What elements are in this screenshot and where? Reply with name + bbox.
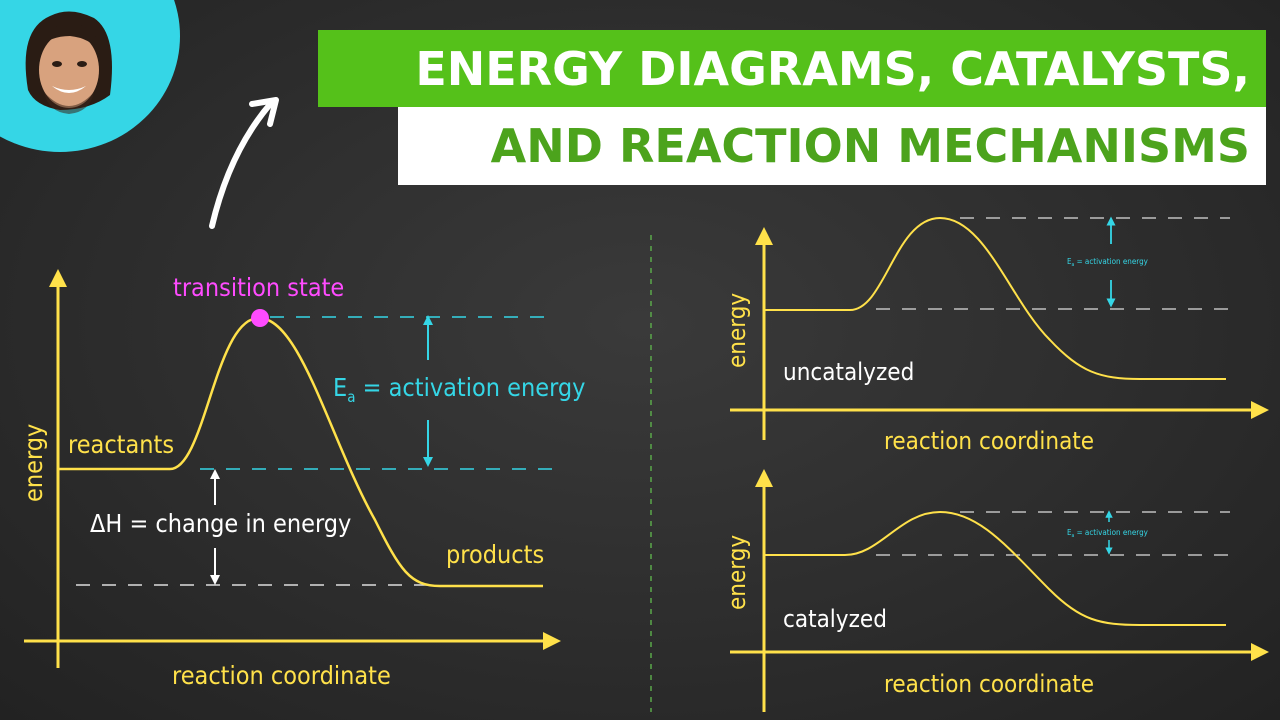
transition-state-dot — [251, 309, 269, 327]
uncat-curve — [764, 216, 1226, 380]
uncatalyzed-diagram: Ea = activation energy uncatalyzed react… — [723, 216, 1269, 455]
uncat-x-axis-label: reaction coordinate — [884, 427, 1094, 455]
uncat-ea-label: Ea = activation energy — [1067, 257, 1149, 268]
pointer-arrow-icon — [209, 97, 279, 229]
avatar — [25, 11, 112, 114]
cat-x-axis-label: reaction coordinate — [884, 670, 1094, 698]
delta-h-label: ΔH = change in energy — [90, 509, 351, 538]
main-energy-curve — [58, 316, 543, 588]
cat-ea-label: Ea = activation energy — [1067, 528, 1149, 539]
transition-state-label: transition state — [173, 273, 344, 302]
ea-label: Ea = activation energy — [333, 373, 585, 406]
avatar-badge — [0, 0, 180, 152]
cat-curve — [764, 510, 1226, 626]
reactants-label: reactants — [68, 430, 174, 459]
title-line-2: AND REACTION MECHANISMS — [398, 107, 1266, 185]
main-diagram: transition state reactants products Ea =… — [19, 269, 585, 690]
catalyzed-label: catalyzed — [783, 605, 887, 633]
cat-y-axis-label: energy — [723, 535, 751, 610]
main-y-axis-label: energy — [19, 424, 48, 502]
products-label: products — [446, 540, 544, 569]
catalyzed-diagram: Ea = activation energy catalyzed reactio… — [723, 469, 1269, 712]
uncat-y-axis-label: energy — [723, 293, 751, 368]
title-line-1: ENERGY DIAGRAMS, CATALYSTS, — [318, 30, 1266, 107]
uncatalyzed-label: uncatalyzed — [783, 358, 914, 386]
main-x-axis-label: reaction coordinate — [172, 661, 391, 690]
